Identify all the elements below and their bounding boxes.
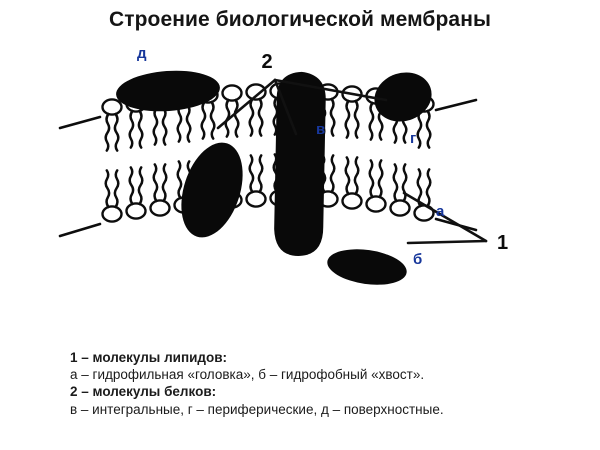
protein-integral-lower-left [181, 142, 243, 238]
callout-label-v: в [316, 121, 325, 138]
callout-label-g: г [410, 130, 416, 147]
callout-label-1: 1 [497, 232, 508, 254]
callout-label-2: 2 [261, 51, 272, 73]
lipid-lower-leaflet [101, 153, 435, 223]
page-title: Строение биологической мембраны [108, 8, 492, 31]
protein-surface-d [116, 70, 220, 112]
protein-peripheral-g [374, 72, 432, 122]
callout-leaders-1 [402, 191, 488, 245]
protein-integral-v [274, 71, 326, 256]
callout-leaders-2 [216, 78, 388, 136]
legend-line-lipid-parts: а – гидрофильная «головка», б – гидрофоб… [70, 367, 425, 383]
legend-line-proteins-title: 2 – молекулы белков: [70, 384, 217, 400]
callout-label-d: д [137, 45, 147, 62]
callout-label-b: б [413, 251, 422, 268]
legend: 1 – молекулы липидов: а – гидрофильная «… [70, 349, 590, 418]
callout-label-a: а [436, 203, 445, 220]
legend-line-protein-types: в – интегральные, г – периферические, д … [70, 401, 444, 417]
protein-peripheral-lower-right [327, 249, 407, 285]
membrane-diagram: 2 1 д в г а б [58, 45, 508, 285]
legend-line-lipids-title: 1 – молекулы липидов: [70, 350, 228, 365]
